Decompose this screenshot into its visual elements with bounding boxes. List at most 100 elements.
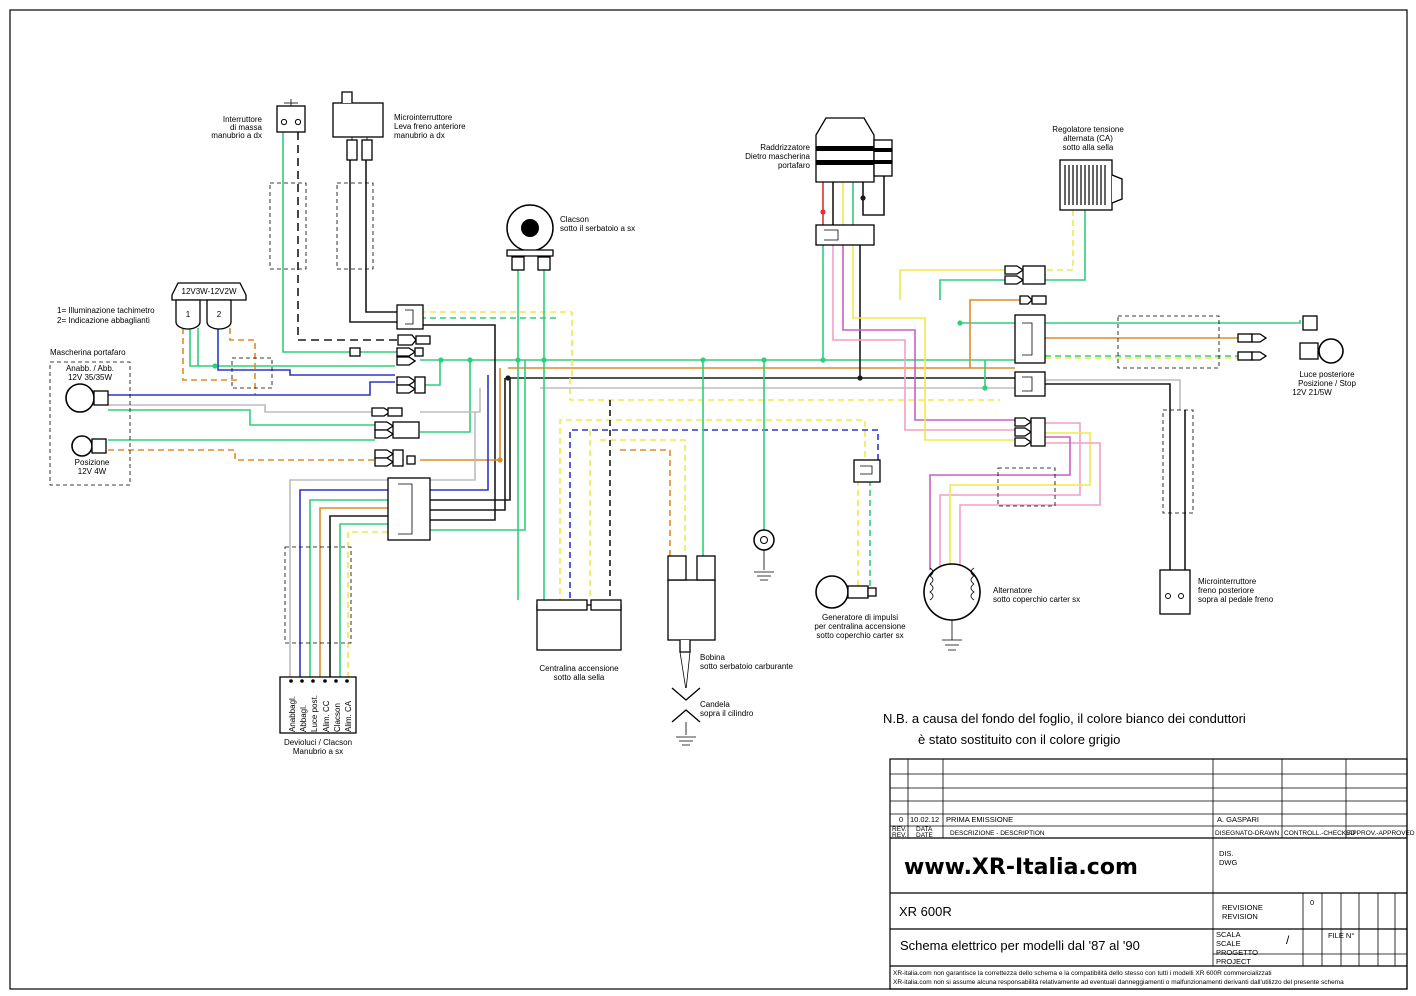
mascherina-title: Mascherina portafaro xyxy=(50,348,126,357)
microinterruttore-leva: Microinterruttore Leva freno anteriore m… xyxy=(332,91,466,161)
lamps-tag: 12V3W-12V2W xyxy=(182,287,237,296)
bobina: Bobina sotto serbatoio carburante xyxy=(667,555,793,701)
tb-title: Schema elettrico per modelli dal '87 al … xyxy=(900,938,1140,953)
tb-dis-2: DWG xyxy=(1219,858,1237,867)
raddrizzatore-label-1: Raddrizzatore xyxy=(760,143,810,152)
tb-desc-hdr: DESCRIZIONE - DESCRIPTION xyxy=(950,830,1045,837)
ground-element xyxy=(753,529,775,581)
devioluci-label-1: Devioluci / Clacson xyxy=(284,738,352,747)
tb-scala-2: SCALE xyxy=(1216,939,1241,948)
centralina-label-1: Centralina accensione xyxy=(539,664,619,673)
note-line-1: N.B. a causa del fondo del foglio, il co… xyxy=(883,711,1246,726)
microinterruttore-leva-label-2: Leva freno anteriore xyxy=(394,122,466,131)
tb-revisione-1: REVISIONE xyxy=(1222,903,1263,912)
alternatore: Alternatore sotto coperchio carter sx xyxy=(923,563,1080,651)
tb-date-hdr-2: DATE xyxy=(916,832,934,839)
interruttore-massa-label-1: Interruttore xyxy=(223,115,263,124)
raddrizzatore-label-2: Dietro mascherina xyxy=(745,152,810,161)
luce-posteriore: Luce posteriore Posizione / Stop 12V 21/… xyxy=(1292,315,1356,397)
luce-posteriore-label-3: 12V 21/5W xyxy=(1292,388,1332,397)
connectors xyxy=(349,224,1268,541)
devioluci-clacson: Anabbagl. Abbagl. Luce post. Alim. CC Cl… xyxy=(279,676,357,756)
tb-progetto-2: PROJECT xyxy=(1216,957,1251,966)
devioluci-label-2: Manubrio a sx xyxy=(293,747,343,756)
luce-posteriore-label-2: Posizione / Stop xyxy=(1298,379,1356,388)
title-block: 0 10.02.12 PRIMA EMISSIONE A. GASPARI RE… xyxy=(889,758,1415,990)
interruttore-massa-label-3: manubrio a dx xyxy=(211,131,262,140)
tb-rev: 0 xyxy=(899,815,903,824)
tb-date-hdr-1: DATA xyxy=(916,826,933,833)
devioluci-pin-3: Luce post. xyxy=(310,695,319,732)
tb-drawn-by: A. GASPARI xyxy=(1217,815,1259,824)
sheet-border xyxy=(9,9,1408,990)
tb-approved-hdr: APPROV.-APPROVED xyxy=(1348,830,1415,837)
centralina-label-2: sotto alla sella xyxy=(554,673,605,682)
bobina-label-2: sotto serbatoio carburante xyxy=(700,662,793,671)
legend-1: 1= Illuminazione tachimetro xyxy=(57,306,155,315)
candela-label-2: sopra il cilindro xyxy=(700,709,754,718)
generatore-label-1: Generatore di impulsi xyxy=(822,613,898,622)
anabb-label-1: Anabb. / Abb. xyxy=(66,364,114,373)
microinterruttore-freno-label-1: Microinterruttore xyxy=(1198,577,1257,586)
devioluci-pin-4: Alim. CC xyxy=(322,700,331,732)
mascherina-portafaro: Mascherina portafaro Anabb. / Abb. 12V 3… xyxy=(49,348,131,486)
lamp-2-number: 2 xyxy=(217,310,222,319)
tb-revision-value: 0 xyxy=(1310,898,1314,907)
microinterruttore-freno-label-2: freno posteriore xyxy=(1198,586,1255,595)
tb-progetto-1: PROGETTO xyxy=(1216,948,1258,957)
tb-drawn-hdr: DISEGNATO-DRAWN xyxy=(1215,830,1279,837)
raddrizzatore-label-3: portafaro xyxy=(778,161,811,170)
bobina-label-1: Bobina xyxy=(700,653,725,662)
microinterruttore-leva-label-1: Microinterruttore xyxy=(394,113,453,122)
regolatore: Regolatore tensione alternata (CA) sotto… xyxy=(1052,125,1124,211)
tachimetro-lamps: 12V3W-12V2W 1 2 1= Illuminazione tachime… xyxy=(57,282,247,330)
candela: Candela sopra il cilindro xyxy=(671,700,754,746)
tb-website: www.XR-Italia.com xyxy=(904,855,1138,880)
tb-disclaimer-1: XR-italia.com non garantisce la corrette… xyxy=(893,970,1272,977)
interruttore-massa: Interruttore di massa manubrio a dx xyxy=(211,99,306,140)
posizione-label-1: Posizione xyxy=(75,458,110,467)
microinterruttore-freno: Microinterruttore freno posteriore sopra… xyxy=(1159,569,1274,615)
devioluci-pin-2: Abbagl. xyxy=(299,705,308,732)
posizione-label-2: 12V 4W xyxy=(78,467,107,476)
tb-rev-hdr-1: REV. xyxy=(892,826,907,833)
regolatore-label-3: sotto alla sella xyxy=(1063,143,1114,152)
luce-posteriore-label-1: Luce posteriore xyxy=(1299,370,1355,379)
clacson: Clacson sotto il serbatoio a sx xyxy=(506,204,635,271)
wires xyxy=(108,132,1301,680)
devioluci-pin-5: Clacson xyxy=(333,703,342,732)
legend-2: 2= Indicazione abbaglianti xyxy=(57,316,150,325)
generatore-impulsi: Generatore di impulsi per centralina acc… xyxy=(814,575,906,640)
clacson-label-1: Clacson xyxy=(560,215,589,224)
tb-dis-1: DIS. xyxy=(1219,849,1234,858)
candela-label-1: Candela xyxy=(700,700,730,709)
regolatore-label-2: alternata (CA) xyxy=(1063,134,1113,143)
clacson-label-2: sotto il serbatoio a sx xyxy=(560,224,635,233)
tb-checked-hdr: CONTROLL.-CHECKED xyxy=(1284,830,1355,837)
tb-scale-value: / xyxy=(1286,933,1290,947)
tb-model: XR 600R xyxy=(899,904,952,919)
devioluci-pin-6: Alim. CA xyxy=(344,700,353,732)
microinterruttore-leva-label-3: manubrio a dx xyxy=(394,131,445,140)
tb-revisione-2: REVISION xyxy=(1222,912,1258,921)
centralina-accensione: Centralina accensione sotto alla sella xyxy=(536,599,622,682)
generatore-label-2: per centralina accensione xyxy=(814,622,906,631)
devioluci-pin-1: Anabbagl. xyxy=(288,696,297,732)
generatore-label-3: sotto coperchio carter sx xyxy=(816,631,903,640)
microinterruttore-freno-label-3: sopra al pedale freno xyxy=(1198,595,1274,604)
regolatore-label-1: Regolatore tensione xyxy=(1052,125,1124,134)
interruttore-massa-label-2: di massa xyxy=(230,123,263,132)
lamp-1-number: 1 xyxy=(186,310,191,319)
note: N.B. a causa del fondo del foglio, il co… xyxy=(883,711,1246,747)
alternatore-label-2: sotto coperchio carter sx xyxy=(993,595,1080,604)
tb-description: PRIMA EMISSIONE xyxy=(946,815,1013,824)
note-line-2: è stato sostituito con il colore grigio xyxy=(918,732,1120,747)
tb-file-label: FILE N° xyxy=(1328,931,1354,940)
raddrizzatore: Raddrizzatore Dietro mascherina portafar… xyxy=(745,117,893,183)
sheath-boxes xyxy=(231,182,1220,644)
tb-rev-hdr-2: REV. xyxy=(892,832,907,839)
tb-disclaimer-2: XR-italia.com non si assume alcuna respo… xyxy=(893,979,1344,986)
alternatore-label-1: Alternatore xyxy=(993,586,1033,595)
tb-date: 10.02.12 xyxy=(910,815,939,824)
